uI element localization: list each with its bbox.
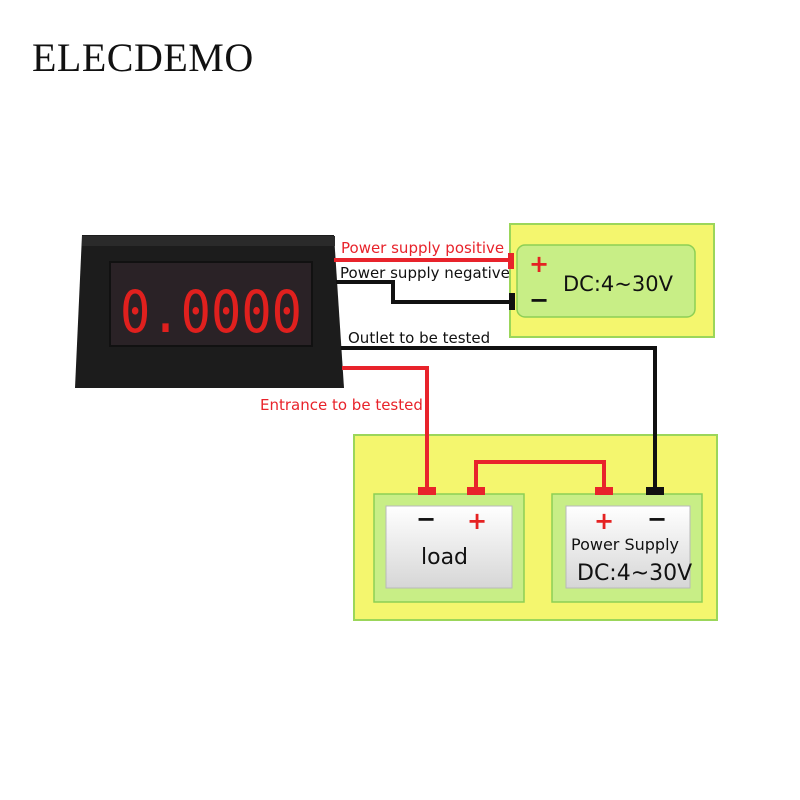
power-supply-line2: DC:4~30V [577, 561, 692, 586]
load-plus: + [467, 507, 487, 535]
brand-logo: ELECDEMO [32, 35, 254, 80]
wire-power-negative [336, 280, 509, 304]
power-supply-line1: Power Supply [571, 535, 679, 554]
top-supply-module [516, 244, 696, 318]
label-power-positive: Power supply positive [341, 239, 504, 257]
top-supply-plus: + [529, 250, 549, 278]
wire-entrance [342, 366, 429, 488]
wire-outlet [341, 346, 657, 488]
top-supply-minus: − [529, 286, 549, 314]
label-outlet: Outlet to be tested [348, 329, 490, 347]
meter-display-window [109, 261, 313, 347]
wire-load-to-supply [474, 460, 606, 488]
meter-reading: 0.0000 [120, 278, 302, 346]
load-minus: − [416, 505, 436, 533]
label-entrance: Entrance to be tested [260, 396, 423, 414]
label-power-negative: Power supply negative [340, 264, 510, 282]
power-supply-plus: + [594, 507, 614, 535]
load-label: load [421, 545, 468, 570]
voltmeter: 0.0000 [75, 235, 344, 388]
load-face [385, 505, 513, 589]
top-supply-label: DC:4~30V [563, 272, 674, 296]
power-supply-face [565, 505, 691, 589]
power-supply-minus: − [647, 505, 667, 533]
